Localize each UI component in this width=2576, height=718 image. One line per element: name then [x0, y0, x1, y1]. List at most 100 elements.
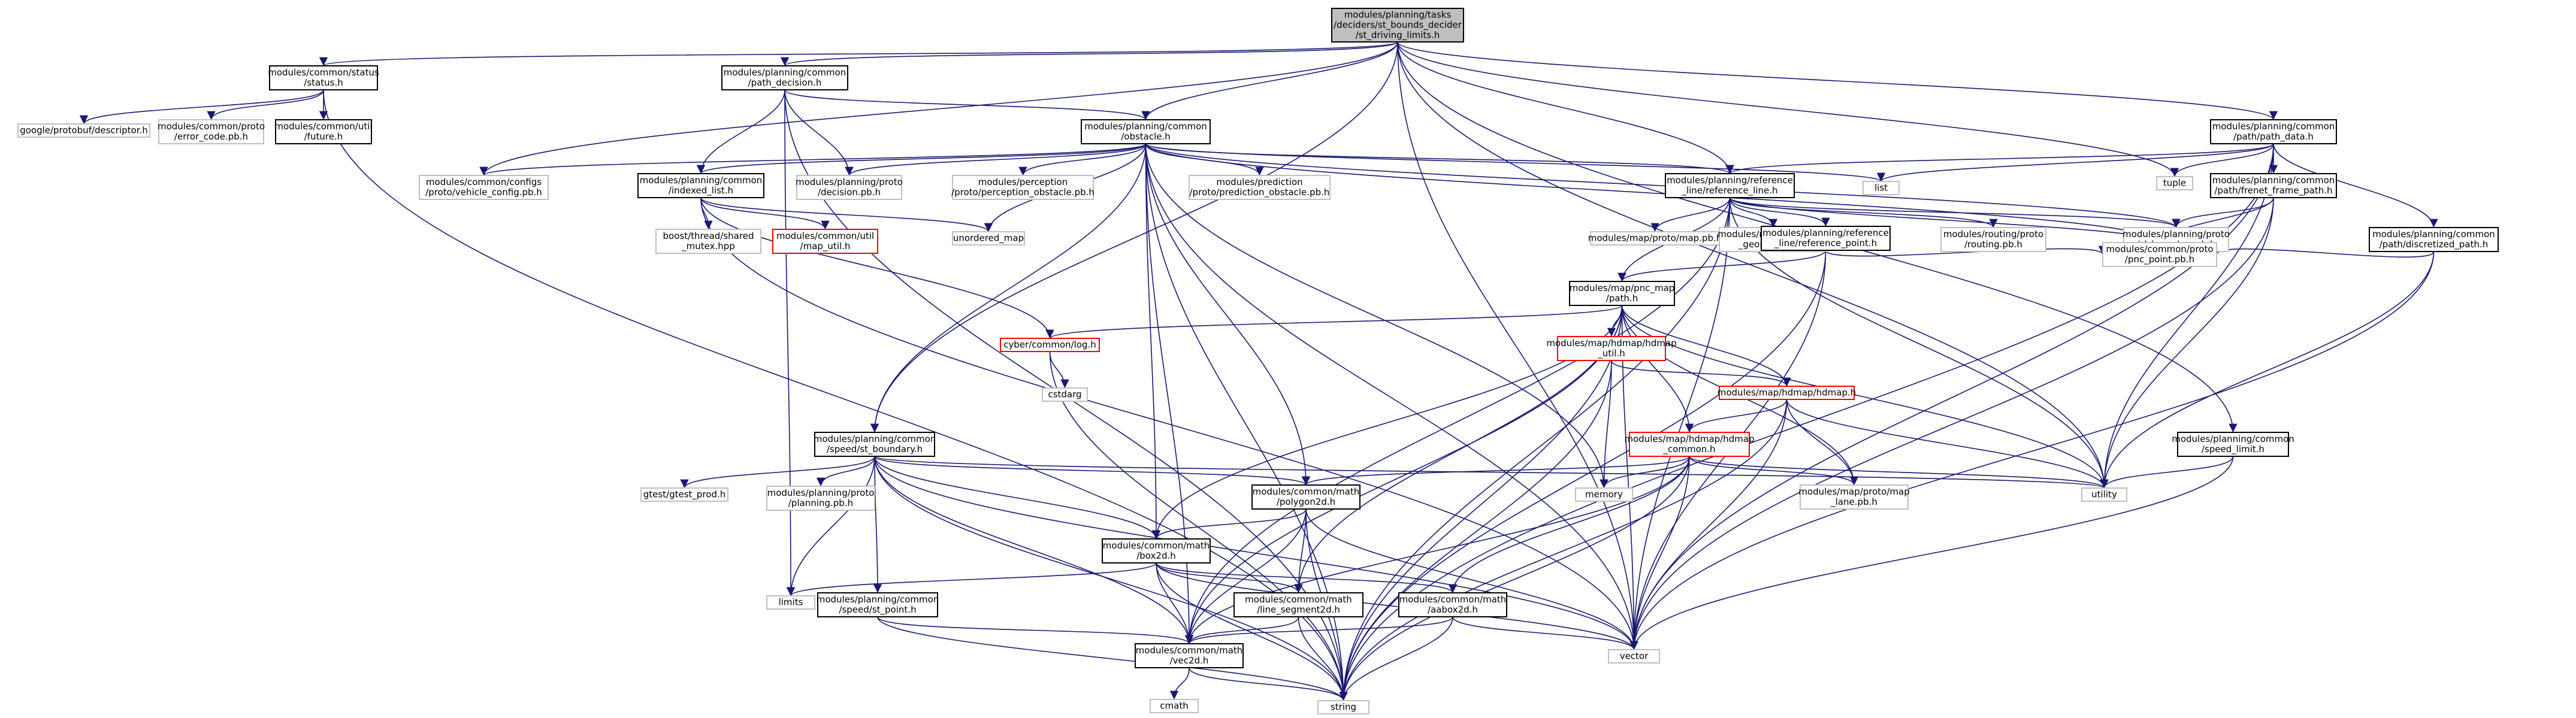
- node-map-util[interactable]: modules/common/util/map_util.h: [772, 229, 878, 254]
- node-line-segment2d[interactable]: modules/common/math/line_segment2d.h: [1233, 592, 1363, 617]
- node-box: [766, 486, 875, 511]
- edge-polygon2d-to-line_segment2d: [1294, 508, 1307, 593]
- edge-hdmap-to-vector: [1629, 399, 1788, 650]
- node-label-line: vector: [1620, 651, 1649, 662]
- node-label-line: modules/planning/proto: [767, 487, 875, 498]
- node-vehicle-config[interactable]: modules/common/configs/proto/vehicle_con…: [419, 175, 549, 200]
- node-path-decision[interactable]: modules/planning/common/path_decision.h: [721, 65, 848, 90]
- edge-hdmap_common-to-lane_pb: [1689, 456, 1859, 486]
- node-root[interactable]: modules/planning/tasks/deciders/st_bound…: [1331, 8, 1464, 43]
- node-label-line: /decision.pb.h: [818, 187, 881, 198]
- node-label-line: modules/common/math: [1136, 645, 1243, 656]
- edge-hdmap-to-lane_pb: [1786, 399, 1859, 486]
- node-box: [952, 231, 1025, 246]
- node-aabox2d[interactable]: modules/common/math/aabox2d.h: [1398, 592, 1507, 617]
- node-prediction-obstacle[interactable]: modules/prediction/proto/prediction_obst…: [1189, 175, 1331, 200]
- node-label-line: modules/map/pnc_map: [1570, 283, 1675, 294]
- edge-reference_line-to-string: [1339, 197, 1731, 701]
- node-unordered-map[interactable]: unordered_map: [952, 231, 1025, 246]
- node-lane-pb[interactable]: modules/map/proto/map_lane.pb.h: [1798, 484, 1910, 510]
- node-label-line: modules/map/proto/map: [1798, 486, 1909, 497]
- edge-path_decision-to-limits: [784, 89, 796, 596]
- node-memory[interactable]: memory: [1575, 487, 1633, 502]
- node-label-line: modules/planning/proto: [2123, 229, 2230, 240]
- node-hdmap-common[interactable]: modules/map/hdmap/hdmap_common.h: [1624, 432, 1755, 457]
- node-label-line: modules/common/math: [1103, 540, 1210, 551]
- node-path-data[interactable]: modules/planning/common/path/path_data.h: [2210, 119, 2337, 144]
- node-pnc-path[interactable]: modules/map/pnc_map/path.h: [1569, 281, 1675, 306]
- node-st-point[interactable]: modules/planning/common/speed/st_point.h: [817, 592, 939, 617]
- node-label-line: modules/planning/proto: [796, 177, 903, 187]
- node-box2d[interactable]: modules/common/math/box2d.h: [1102, 538, 1211, 564]
- edge-hdmap_common-to-vec2d: [1184, 456, 1690, 644]
- node-box: [2177, 432, 2289, 457]
- node-cmath[interactable]: cmath: [1150, 699, 1199, 713]
- node-hdmap-util[interactable]: modules/map/hdmap/hdmap_util.h: [1546, 336, 1677, 361]
- node-box: [419, 175, 549, 200]
- node-log[interactable]: cyber/common/log.h: [1000, 338, 1100, 352]
- node-map-pb[interactable]: modules/map/proto/map.pb.h: [1588, 231, 1722, 246]
- edges-layer: [79, 41, 2438, 701]
- node-obstacle[interactable]: modules/planning/common/obstacle.h: [1081, 119, 1211, 144]
- edge-obstacle-to-vehicle_config: [479, 143, 1147, 176]
- node-box: [275, 119, 372, 144]
- edge-obstacle-to-polygon2d: [1145, 143, 1311, 486]
- node-label-line: /pnc_point.pb.h: [2125, 254, 2194, 265]
- node-label-line: modules/common/math: [1253, 486, 1360, 497]
- node-pnc-point[interactable]: modules/common/proto/pnc_point.pb.h: [2102, 242, 2217, 267]
- edge-indexed_list-to-vector: [700, 197, 1638, 650]
- node-polygon2d[interactable]: modules/common/math/polygon2d.h: [1251, 484, 1360, 510]
- node-tuple[interactable]: tuple: [2156, 176, 2193, 190]
- edge-obstacle-to-perception_obstacle: [1018, 143, 1147, 176]
- node-box: [1317, 700, 1369, 714]
- node-label-line: /error_code.pb.h: [174, 131, 248, 143]
- node-label-line: cyber/common/log.h: [1003, 340, 1096, 350]
- node-box: [1629, 432, 1750, 457]
- node-gtest-prod[interactable]: gtest/gtest_prod.h: [640, 487, 728, 502]
- edge-vec2d-to-cmath: [1169, 667, 1190, 700]
- node-error-code[interactable]: modules/common/proto/error_code.pb.h: [158, 119, 265, 144]
- node-routing-pb[interactable]: modules/routing/proto/routing.pb.h: [1940, 227, 2046, 252]
- node-box: [158, 119, 264, 144]
- node-frenet-frame-path[interactable]: modules/planning/common/path/frenet_fram…: [2210, 173, 2337, 198]
- node-reference-line[interactable]: modules/planning/reference_line/referenc…: [1665, 173, 1795, 198]
- node-label-line: modules/prediction: [1216, 177, 1302, 187]
- node-hdmap[interactable]: modules/map/hdmap/hdmap.h: [1718, 386, 1857, 400]
- edge-root-to-tuple: [1397, 41, 2179, 177]
- node-label-line: modules/planning/common: [817, 594, 939, 605]
- node-descriptor[interactable]: google/protobuf/descriptor.h: [17, 123, 150, 138]
- node-box: [1000, 338, 1100, 352]
- node-perception-obstacle[interactable]: modules/perception/proto/perception_obst…: [951, 175, 1095, 200]
- node-vector[interactable]: vector: [1608, 649, 1660, 664]
- node-box: [1719, 386, 1855, 400]
- node-reference-point[interactable]: modules/planning/reference_line/referenc…: [1761, 226, 1891, 251]
- node-list[interactable]: list: [1863, 181, 1900, 195]
- node-utility[interactable]: utility: [2081, 487, 2127, 502]
- edge-root-to-path_decision: [781, 41, 1398, 66]
- edge-obstacle-to-pnc_point: [1145, 143, 2164, 243]
- node-box: [1863, 181, 1900, 195]
- node-box: [1398, 592, 1507, 617]
- node-cstdarg[interactable]: cstdarg: [1042, 387, 1088, 402]
- node-future[interactable]: modules/common/util/future.h: [274, 119, 373, 144]
- node-vec2d[interactable]: modules/common/math/vec2d.h: [1135, 643, 1244, 668]
- node-speed-limit[interactable]: modules/planning/common/speed_limit.h: [2172, 432, 2294, 457]
- node-limits[interactable]: limits: [766, 595, 815, 610]
- node-boost-mutex[interactable]: boost/thread/shared_mutex.hpp: [655, 229, 761, 254]
- node-label-line: /st_driving_limits.h: [1356, 30, 1440, 41]
- edge-path_data-to-reference_line: [1725, 143, 2274, 174]
- node-discretized-path[interactable]: modules/planning/common/path/discretized…: [2369, 227, 2499, 252]
- edge-aabox2d-to-vector: [1452, 616, 1638, 650]
- node-decision-pb[interactable]: modules/planning/proto/decision.pb.h: [796, 175, 903, 200]
- edge-obstacle-to-vec2d: [1145, 143, 1194, 644]
- node-planning-pb[interactable]: modules/planning/proto/planning.pb.h: [766, 486, 875, 511]
- node-string[interactable]: string: [1317, 700, 1369, 714]
- node-box: [1608, 649, 1660, 664]
- node-status[interactable]: modules/common/status/status.h: [268, 65, 379, 90]
- edge-hdmap-to-hdmap_common: [1685, 399, 1788, 433]
- edge-root-to-vector: [1397, 41, 1638, 650]
- node-indexed-list[interactable]: modules/planning/common/indexed_list.h: [637, 173, 764, 198]
- edge-st_boundary-to-limits: [786, 456, 875, 596]
- node-st-boundary[interactable]: modules/planning/common/speed/st_boundar…: [814, 432, 936, 457]
- edge-log-to-string: [1049, 351, 1348, 701]
